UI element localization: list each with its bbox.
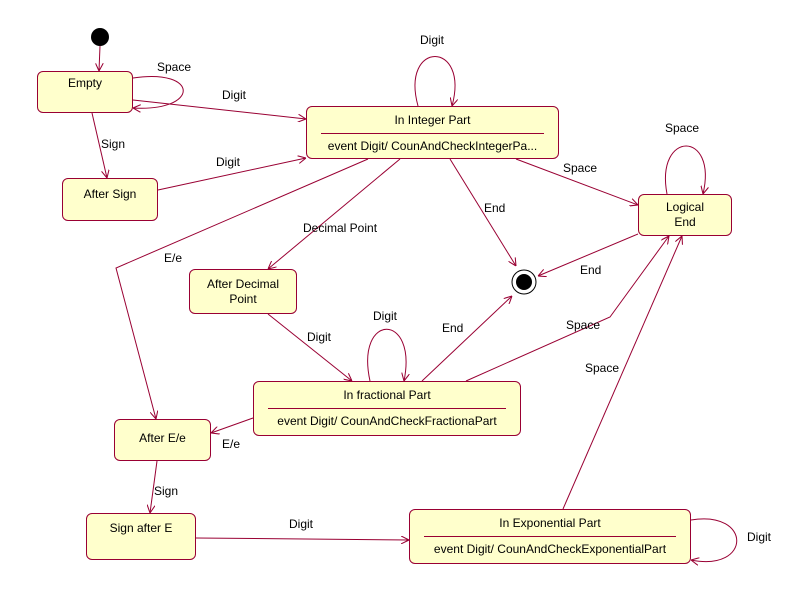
- label-fractional-to-logical: Space: [566, 318, 601, 332]
- state-in-integer-part[interactable]: In Integer Part event Digit/ CounAndChec…: [306, 106, 559, 159]
- state-after-decimal-point-name: After Decimal Point: [206, 276, 280, 306]
- label-exponential-to-logical: Space: [585, 361, 620, 375]
- final-node: [511, 269, 537, 295]
- sign-to-integer-arrow: [157, 158, 306, 191]
- state-after-sign[interactable]: After Sign: [62, 178, 158, 221]
- label-integer-to-e: E/e: [164, 251, 183, 265]
- label-exponential-self: Digit: [747, 530, 772, 544]
- logical-self-loop: [665, 145, 705, 194]
- label-empty-self: Space: [157, 60, 192, 74]
- state-sign-after-e[interactable]: Sign after E: [86, 513, 196, 560]
- exponential-self-loop: [691, 518, 738, 562]
- fractional-to-logical-arrow: [465, 236, 669, 382]
- label-integer-to-final: End: [484, 201, 506, 215]
- initial-node: [91, 28, 109, 46]
- sign-e-to-exponential-arrow: [195, 538, 409, 540]
- label-integer-to-logical: Space: [563, 161, 598, 175]
- state-logical-end[interactable]: Logical End: [638, 194, 732, 236]
- state-in-fractional-part[interactable]: In fractional Part event Digit/ CounAndC…: [253, 381, 521, 436]
- integer-to-final-arrow: [449, 158, 516, 266]
- integer-to-decimal-arrow: [268, 158, 401, 269]
- state-empty[interactable]: Empty: [37, 71, 133, 113]
- decimal-to-fractional-arrow: [267, 313, 352, 381]
- state-in-fractional-part-name: In fractional Part: [343, 388, 431, 402]
- state-in-exponential-part-name: In Exponential Part: [499, 516, 601, 530]
- state-sign-after-e-name: Sign after E: [109, 521, 173, 535]
- label-fractional-to-e: E/e: [222, 437, 241, 451]
- integer-to-logical-arrow: [515, 158, 638, 205]
- state-in-fractional-part-divider: [268, 408, 506, 409]
- empty-self-loop: [133, 76, 184, 109]
- state-in-exponential-part-activity: event Digit/ CounAndCheckExponentialPart: [433, 542, 667, 556]
- fractional-to-e-arrow: [211, 417, 254, 433]
- label-fractional-to-final: End: [442, 321, 464, 335]
- label-integer-self: Digit: [420, 33, 445, 47]
- state-in-fractional-part-activity: event Digit/ CounAndCheckFractionaPart: [277, 414, 497, 428]
- e-to-sign-arrow: [150, 460, 158, 513]
- label-empty-to-sign: Sign: [101, 137, 126, 151]
- initial-to-empty-arrow: [99, 45, 100, 71]
- state-after-sign-name: After Sign: [83, 187, 137, 201]
- state-in-integer-part-activity: event Digit/ CounAndCheckIntegerPa...: [327, 139, 538, 153]
- label-sign-to-integer: Digit: [216, 155, 241, 169]
- empty-to-sign-arrow: [91, 112, 107, 178]
- exponential-to-logical-arrow: [562, 236, 682, 510]
- state-logical-end-name: Logical End: [665, 200, 705, 229]
- state-after-e[interactable]: After E/e: [114, 419, 211, 461]
- label-logical-self: Space: [665, 121, 700, 135]
- fractional-to-final-arrow: [421, 296, 512, 382]
- state-after-e-name: After E/e: [139, 430, 186, 445]
- label-fractional-self: Digit: [373, 309, 398, 323]
- fractional-self-loop: [367, 328, 406, 381]
- label-empty-to-integer: Digit: [222, 88, 247, 102]
- state-in-integer-part-name: In Integer Part: [394, 113, 471, 127]
- state-after-decimal-point[interactable]: After Decimal Point: [189, 269, 297, 314]
- state-empty-name: Empty: [67, 75, 102, 90]
- logical-to-final-arrow: [538, 233, 639, 276]
- label-e-to-sign: Sign: [154, 484, 179, 498]
- label-decimal-to-fractional: Digit: [307, 330, 332, 344]
- empty-to-integer-arrow: [132, 99, 306, 119]
- integer-self-loop: [414, 56, 455, 107]
- integer-to-e-arrow: [115, 158, 369, 419]
- state-in-exponential-part[interactable]: In Exponential Part event Digit/ CounAnd…: [409, 509, 691, 564]
- state-in-exponential-part-divider: [424, 536, 676, 537]
- label-sign-e-to-exponential: Digit: [289, 517, 314, 531]
- label-logical-to-final: End: [580, 263, 602, 277]
- label-integer-to-decimal: Decimal Point: [303, 221, 378, 235]
- state-in-integer-part-divider: [321, 133, 544, 134]
